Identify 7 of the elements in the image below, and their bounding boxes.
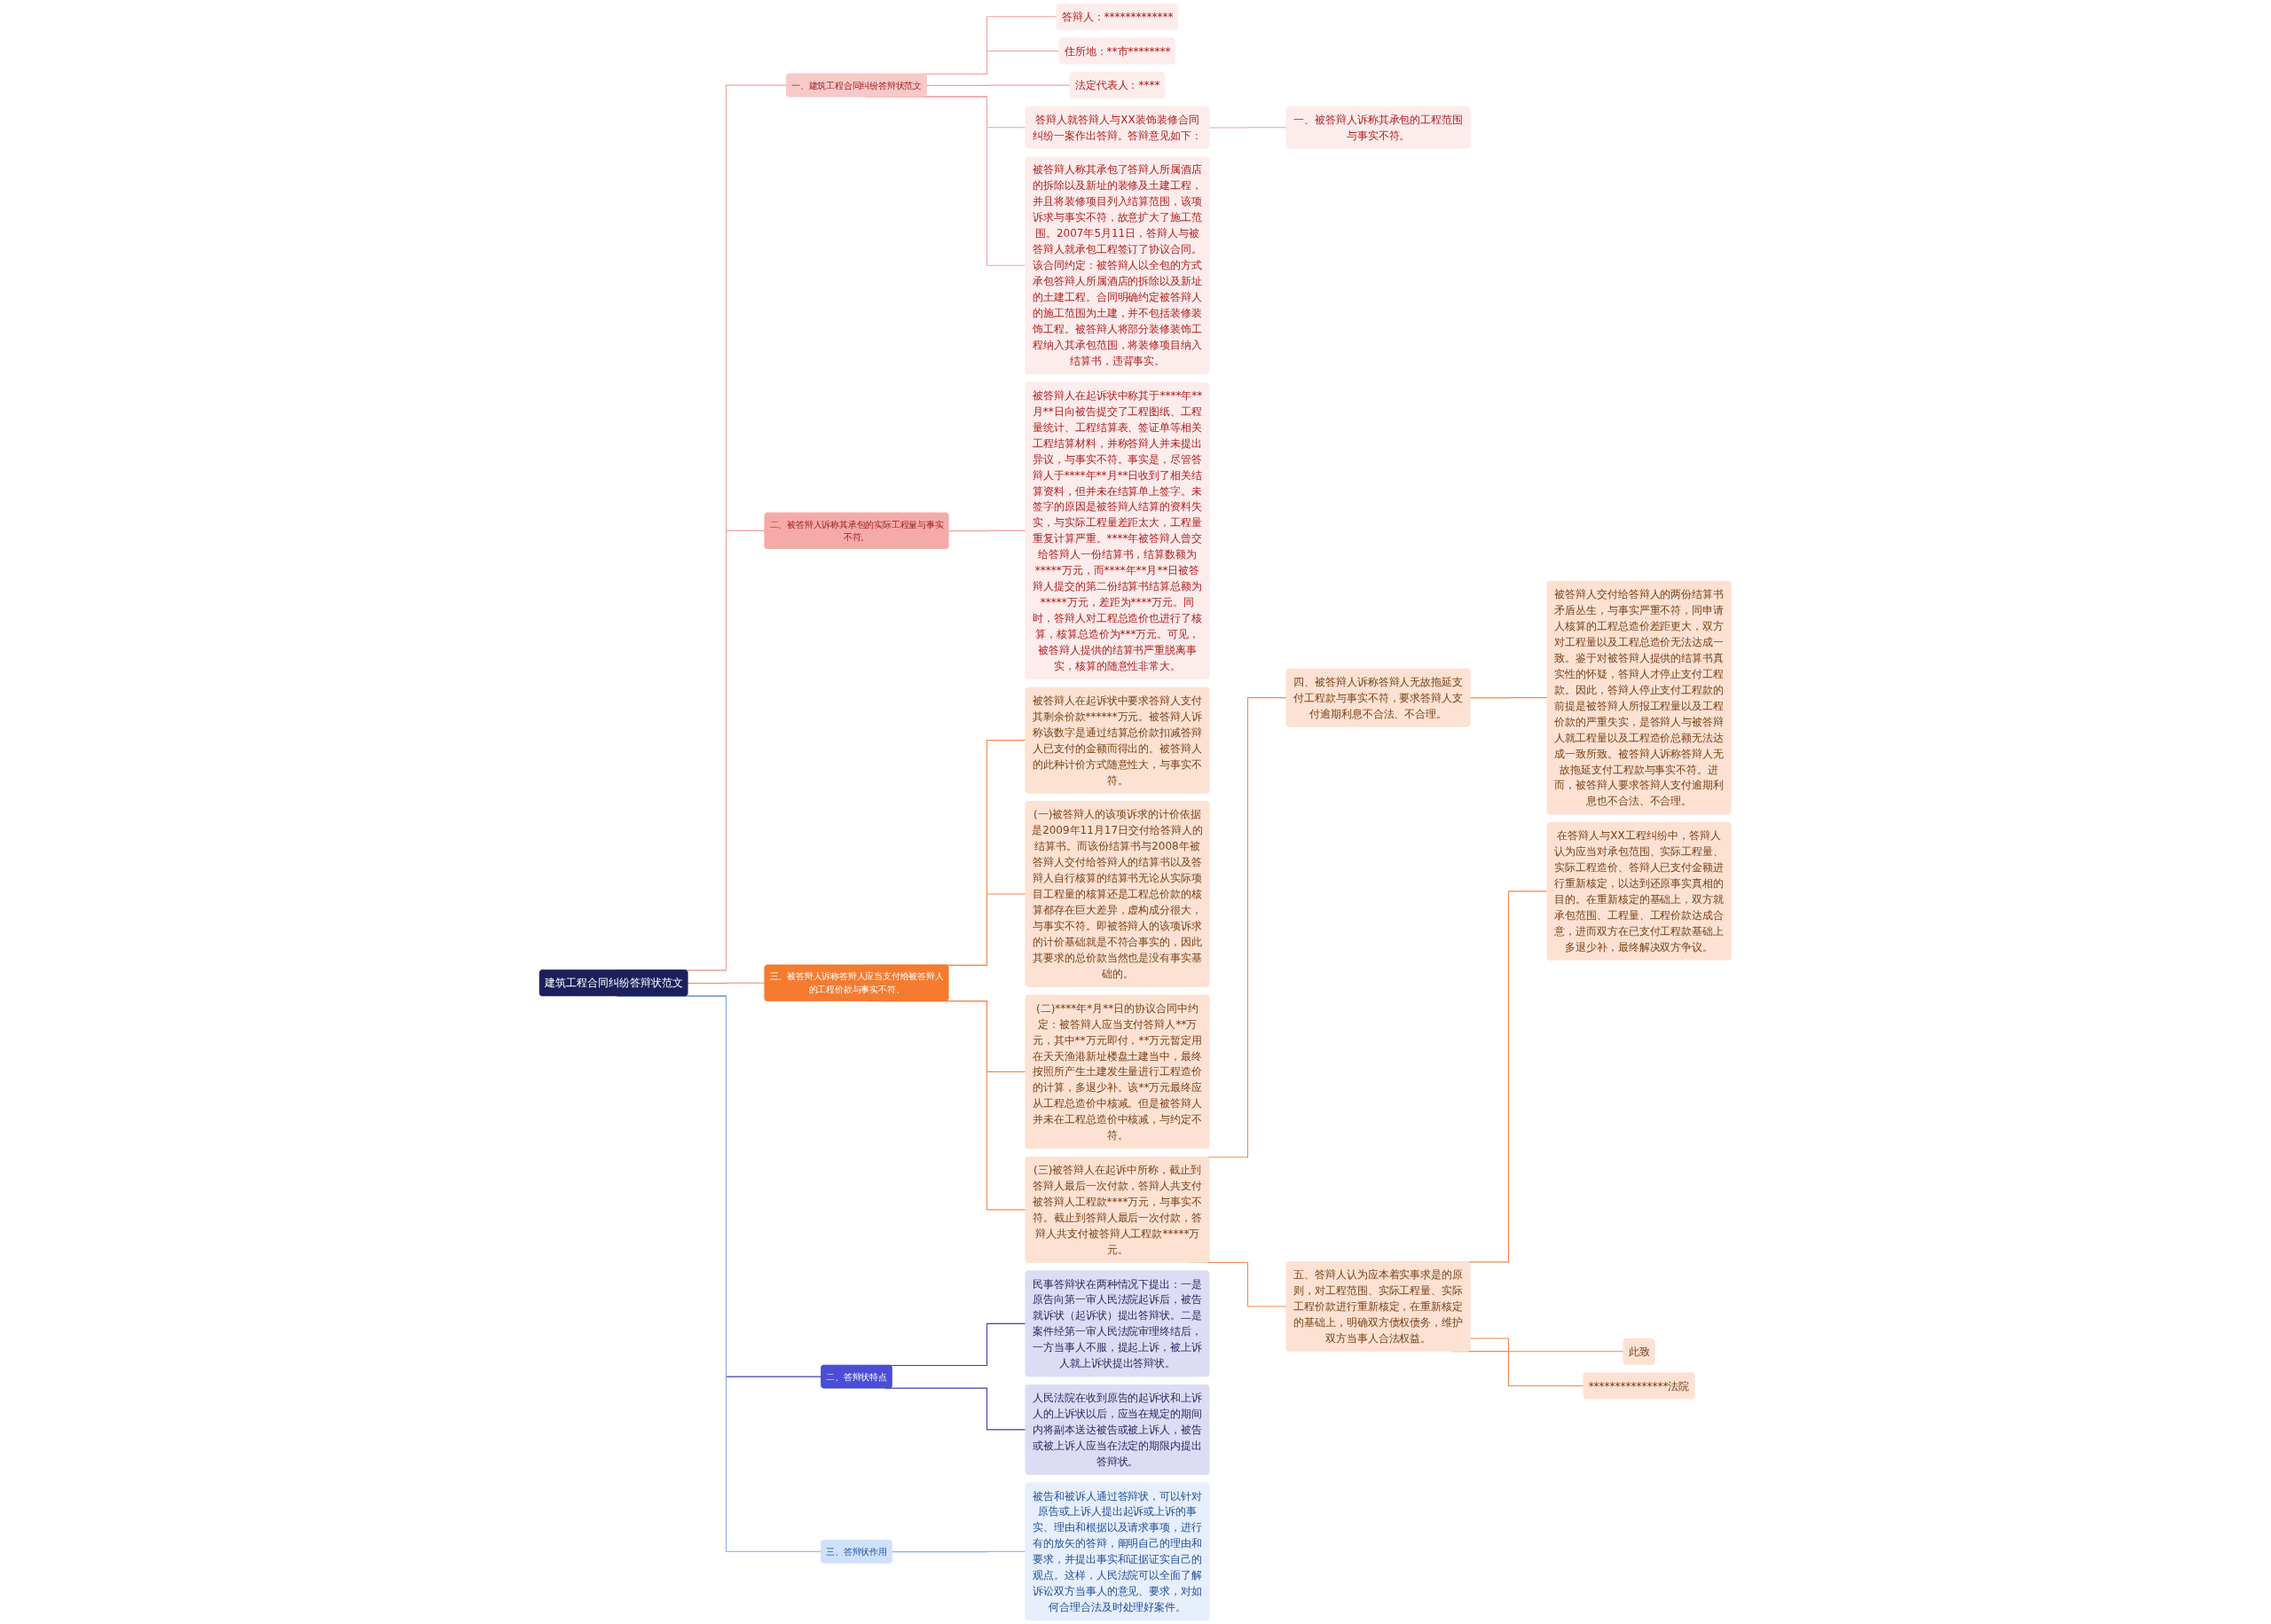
connector bbox=[892, 1550, 1027, 1553]
connector bbox=[688, 982, 766, 985]
connector bbox=[1470, 697, 1549, 699]
connector bbox=[926, 84, 1072, 86]
connector bbox=[948, 530, 1027, 532]
connector bbox=[1209, 127, 1288, 129]
connector bbox=[1470, 1338, 1625, 1353]
